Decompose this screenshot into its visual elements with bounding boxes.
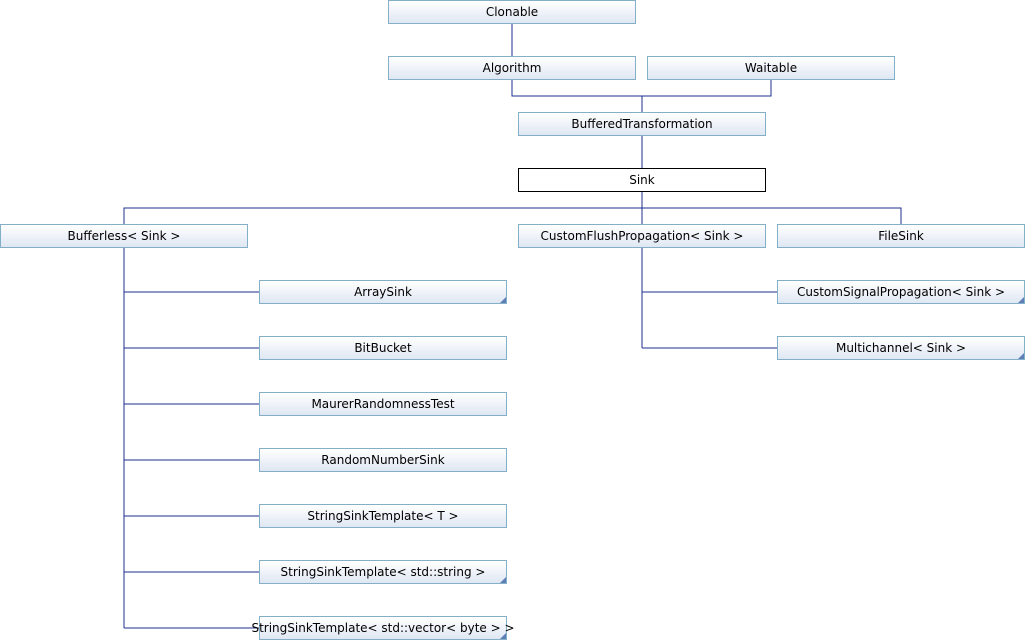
class-node-algorithm[interactable]: Algorithm	[388, 56, 636, 80]
class-node-bit-bucket[interactable]: BitBucket	[259, 336, 507, 360]
node-label: ArraySink	[354, 285, 412, 299]
more-corner-icon	[500, 297, 506, 303]
edge-bt-algorithm	[508, 71, 643, 112]
class-node-waitable[interactable]: Waitable	[647, 56, 895, 80]
more-corner-icon	[1018, 297, 1024, 303]
node-label: Multichannel< Sink >	[835, 341, 967, 355]
class-node-string-sink-template-t[interactable]: StringSinkTemplate< T >	[259, 504, 507, 528]
class-node-custom-signal-propagation-sink[interactable]: CustomSignalPropagation< Sink >	[777, 280, 1025, 304]
node-label: CustomSignalPropagation< Sink >	[796, 285, 1006, 299]
class-node-file-sink[interactable]: FileSink	[777, 224, 1025, 248]
class-node-string-sink-template-string[interactable]: StringSinkTemplate< std::string >	[259, 560, 507, 584]
class-node-array-sink[interactable]: ArraySink	[259, 280, 507, 304]
class-node-maurer-randomness-test[interactable]: MaurerRandomnessTest	[259, 392, 507, 416]
edge-bufferless-sink	[123, 183, 646, 224]
class-node-string-sink-template-vector[interactable]: StringSinkTemplate< std::vector< byte > …	[251, 616, 515, 640]
class-node-custom-flush-propagation-sink[interactable]: CustomFlushPropagation< Sink >	[518, 224, 766, 248]
edge-filesink-sink	[642, 207, 902, 224]
class-node-sink-current: Sink	[518, 168, 766, 192]
more-corner-icon	[500, 577, 506, 583]
node-label: StringSinkTemplate< std::vector< byte > …	[251, 621, 515, 635]
more-corner-icon	[1018, 353, 1024, 359]
class-node-multichannel-sink[interactable]: Multichannel< Sink >	[777, 336, 1025, 360]
class-node-buffered-transformation[interactable]: BufferedTransformation	[518, 112, 766, 136]
edge-bt-waitable	[642, 71, 775, 97]
more-corner-icon	[500, 633, 506, 639]
class-node-bufferless-sink[interactable]: Bufferless< Sink >	[0, 224, 248, 248]
class-node-random-number-sink[interactable]: RandomNumberSink	[259, 448, 507, 472]
class-node-clonable[interactable]: Clonable	[388, 0, 636, 24]
node-label: StringSinkTemplate< std::string >	[280, 565, 486, 579]
